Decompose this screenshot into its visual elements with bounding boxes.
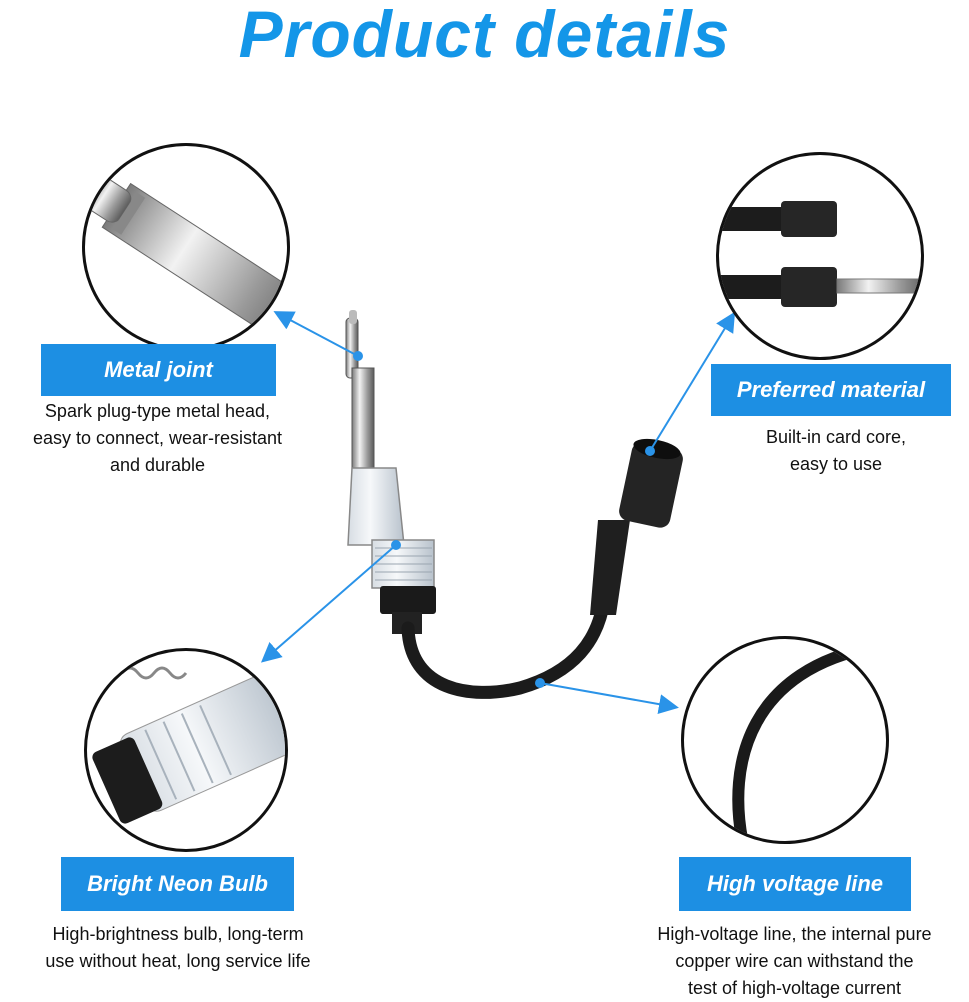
metal-joint-label: Metal joint	[41, 344, 276, 396]
metal-tip-image	[85, 177, 287, 348]
desc-line: Spark plug-type metal head,	[44, 401, 271, 421]
desc-line: copper wire can withstand the	[675, 951, 914, 971]
desc-line: High-voltage line, the internal pure	[657, 924, 932, 944]
desc-line: High-brightness bulb, long-term	[52, 924, 304, 944]
high-voltage-line-closeup	[681, 636, 889, 844]
preferred-material-closeup	[716, 152, 924, 360]
bulb-image	[92, 666, 285, 824]
desc-line: easy to connect, wear-resistant	[32, 428, 283, 448]
desc-line: and durable	[109, 455, 206, 475]
preferred-material-description: Built-in card core, easy to use	[712, 424, 960, 478]
desc-line: test of high-voltage current	[687, 978, 902, 998]
metal-joint-description: Spark plug-type metal head, easy to conn…	[0, 398, 315, 479]
desc-line: Built-in card core,	[765, 427, 907, 447]
page-title: Product details	[238, 0, 731, 71]
high-voltage-line-label: High voltage line	[679, 857, 911, 911]
wire-image	[732, 641, 876, 841]
cable-boot-image	[719, 201, 921, 307]
neon-bulb-label: Bright Neon Bulb	[61, 857, 294, 911]
high-voltage-line-description: High-voltage line, the internal pure cop…	[620, 921, 969, 1002]
neon-bulb-description: High-brightness bulb, long-term use with…	[8, 921, 348, 975]
preferred-material-label: Preferred material	[711, 364, 951, 416]
metal-joint-closeup	[82, 143, 290, 351]
desc-line: easy to use	[789, 454, 883, 474]
desc-line: use without heat, long service life	[45, 951, 311, 971]
neon-bulb-closeup	[84, 648, 288, 852]
